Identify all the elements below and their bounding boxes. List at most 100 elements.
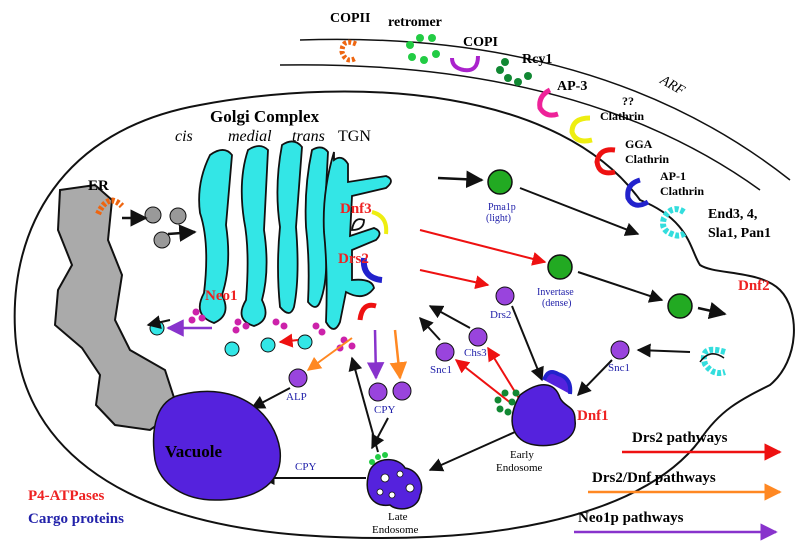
label-arf: ARF (656, 72, 687, 99)
label-early-2: Endosome (496, 462, 543, 474)
copi-coat-icon (450, 55, 480, 73)
label-alp: ALP (286, 391, 307, 403)
label-drs2: Drs2 (338, 251, 369, 267)
arrow-drs2-invertase (419, 229, 547, 266)
label-cpy: CPY (374, 404, 395, 416)
golgi-title: Golgi Complex (210, 107, 320, 126)
golgi-complex (198, 140, 392, 330)
label-cis: cis (175, 128, 193, 145)
arrow-golgi-cpy (366, 329, 385, 380)
legend-neo1-text: Neo1p pathways (578, 510, 684, 526)
label-ap3: AP-3 (557, 79, 587, 94)
vacuole-shape (152, 390, 281, 501)
arrow-ee-snc1 (454, 359, 513, 405)
golgi-cis-cisterna (198, 149, 233, 324)
invertase-vesicle (547, 254, 573, 280)
arrow-drs2-ee (511, 305, 544, 382)
golgi-trans-cisterna (276, 140, 303, 314)
label-trans: trans (292, 128, 325, 145)
label-pma1-1: Pma1p (488, 202, 516, 213)
retro-vesicle (260, 337, 276, 353)
endocytic-pit (699, 353, 725, 363)
legend-drs2dnf-text: Drs2/Dnf pathways (592, 470, 716, 486)
ap1-coat-icon (625, 177, 650, 208)
bud-vesicle (667, 293, 693, 319)
golgi-gga-coat (371, 210, 389, 235)
label-chs3: Chs3 (464, 347, 487, 359)
arrow-retro (146, 315, 171, 330)
legend-cargo: Cargo proteins (28, 511, 124, 527)
chs3-vesicle (468, 327, 488, 347)
label-invertase-2: (dense) (542, 298, 571, 309)
arrow-drs2-drs2 (419, 269, 490, 290)
gga-coat-icon (594, 147, 616, 176)
arrow-tgn-pma1 (437, 170, 484, 189)
label-invertase-1: Invertase (537, 287, 574, 298)
arrow-pma1-pm (519, 187, 640, 236)
arf-arc-inner (279, 64, 761, 191)
label-cpy-bottom: CPY (295, 461, 316, 473)
legend-drs2-text: Drs2 pathways (632, 430, 728, 446)
label-dnf1: Dnf1 (577, 408, 609, 424)
arrow-er-golgi (167, 224, 197, 242)
early-endosome-retromer (494, 389, 520, 416)
late-endosome-shape (366, 458, 423, 510)
snc1-vesicle-right (610, 340, 630, 360)
er-vesicle (169, 207, 187, 225)
legend-p4: P4-ATPases (28, 488, 105, 504)
label-dnf3: Dnf3 (340, 201, 372, 217)
label-dnf2: Dnf2 (738, 278, 770, 294)
arrow-snc1-ee (577, 359, 613, 397)
golgi-ap3-coat (357, 302, 377, 321)
label-copi: COPI (463, 35, 498, 50)
retromer-coat-icon (406, 34, 440, 64)
label-gga: GGA (625, 137, 653, 151)
label-late-2: Endosome (372, 524, 419, 536)
arf-arc-outer (299, 38, 791, 181)
golgi-ap1-coat (360, 257, 383, 283)
snc1-vesicle-left (435, 342, 455, 362)
label-snc1-left: Snc1 (430, 364, 452, 376)
label-rcy1: Rcy1 (522, 52, 552, 67)
cpy-vesicle (392, 381, 412, 401)
label-medial: medial (228, 128, 272, 145)
label-drs2-cargo: Drs2 (490, 309, 511, 321)
label-endo-1: End3, 4, (708, 207, 757, 222)
golgi-trans-cisterna (304, 146, 329, 308)
early-endosome-shape (511, 384, 576, 447)
er-vesicle (144, 206, 162, 224)
early-endosome-tubule (542, 370, 573, 395)
label-endo-2: Sla1, Pan1 (708, 226, 771, 241)
golgi-medial-cisterna (240, 145, 269, 327)
retro-vesicle (224, 341, 240, 357)
label-unknown: ?? (622, 94, 634, 108)
ap3-coat-icon (537, 87, 559, 118)
golgi-tgn-fenestra (350, 218, 365, 231)
er-vesicle (153, 231, 171, 249)
rcy1-coat-icon (496, 58, 532, 86)
label-late-1: Late (388, 511, 408, 523)
label-early-1: Early (510, 449, 534, 461)
label-clathrin-3: Clathrin (660, 184, 704, 198)
er-copii-coat (95, 197, 125, 216)
unknown-coat-icon (569, 115, 593, 144)
label-copii: COPII (330, 11, 370, 26)
label-neo1: Neo1 (205, 288, 238, 304)
label-tgn: TGN (338, 128, 371, 145)
cpy-vesicle (368, 382, 388, 402)
arrow-le-golgi (348, 356, 379, 453)
arrow-alp-vacuole (250, 387, 291, 409)
endocytic-coat (701, 346, 726, 376)
label-vacuole: Vacuole (165, 442, 222, 461)
late-endosome-ilv (376, 470, 415, 499)
label-clathrin-2: Clathrin (625, 152, 669, 166)
label-er: ER (88, 178, 109, 194)
arrow-golgi-alp (306, 337, 353, 371)
arrow-invertase-pm (577, 271, 664, 303)
label-clathrin-1: Clathrin (600, 109, 644, 123)
arrow-golgi-cpy (389, 329, 408, 380)
golgi-copi-coats (188, 308, 356, 352)
arrow-snc1-golgi (419, 316, 441, 341)
copii-coat-icon (339, 39, 358, 63)
er-shape (53, 183, 180, 432)
